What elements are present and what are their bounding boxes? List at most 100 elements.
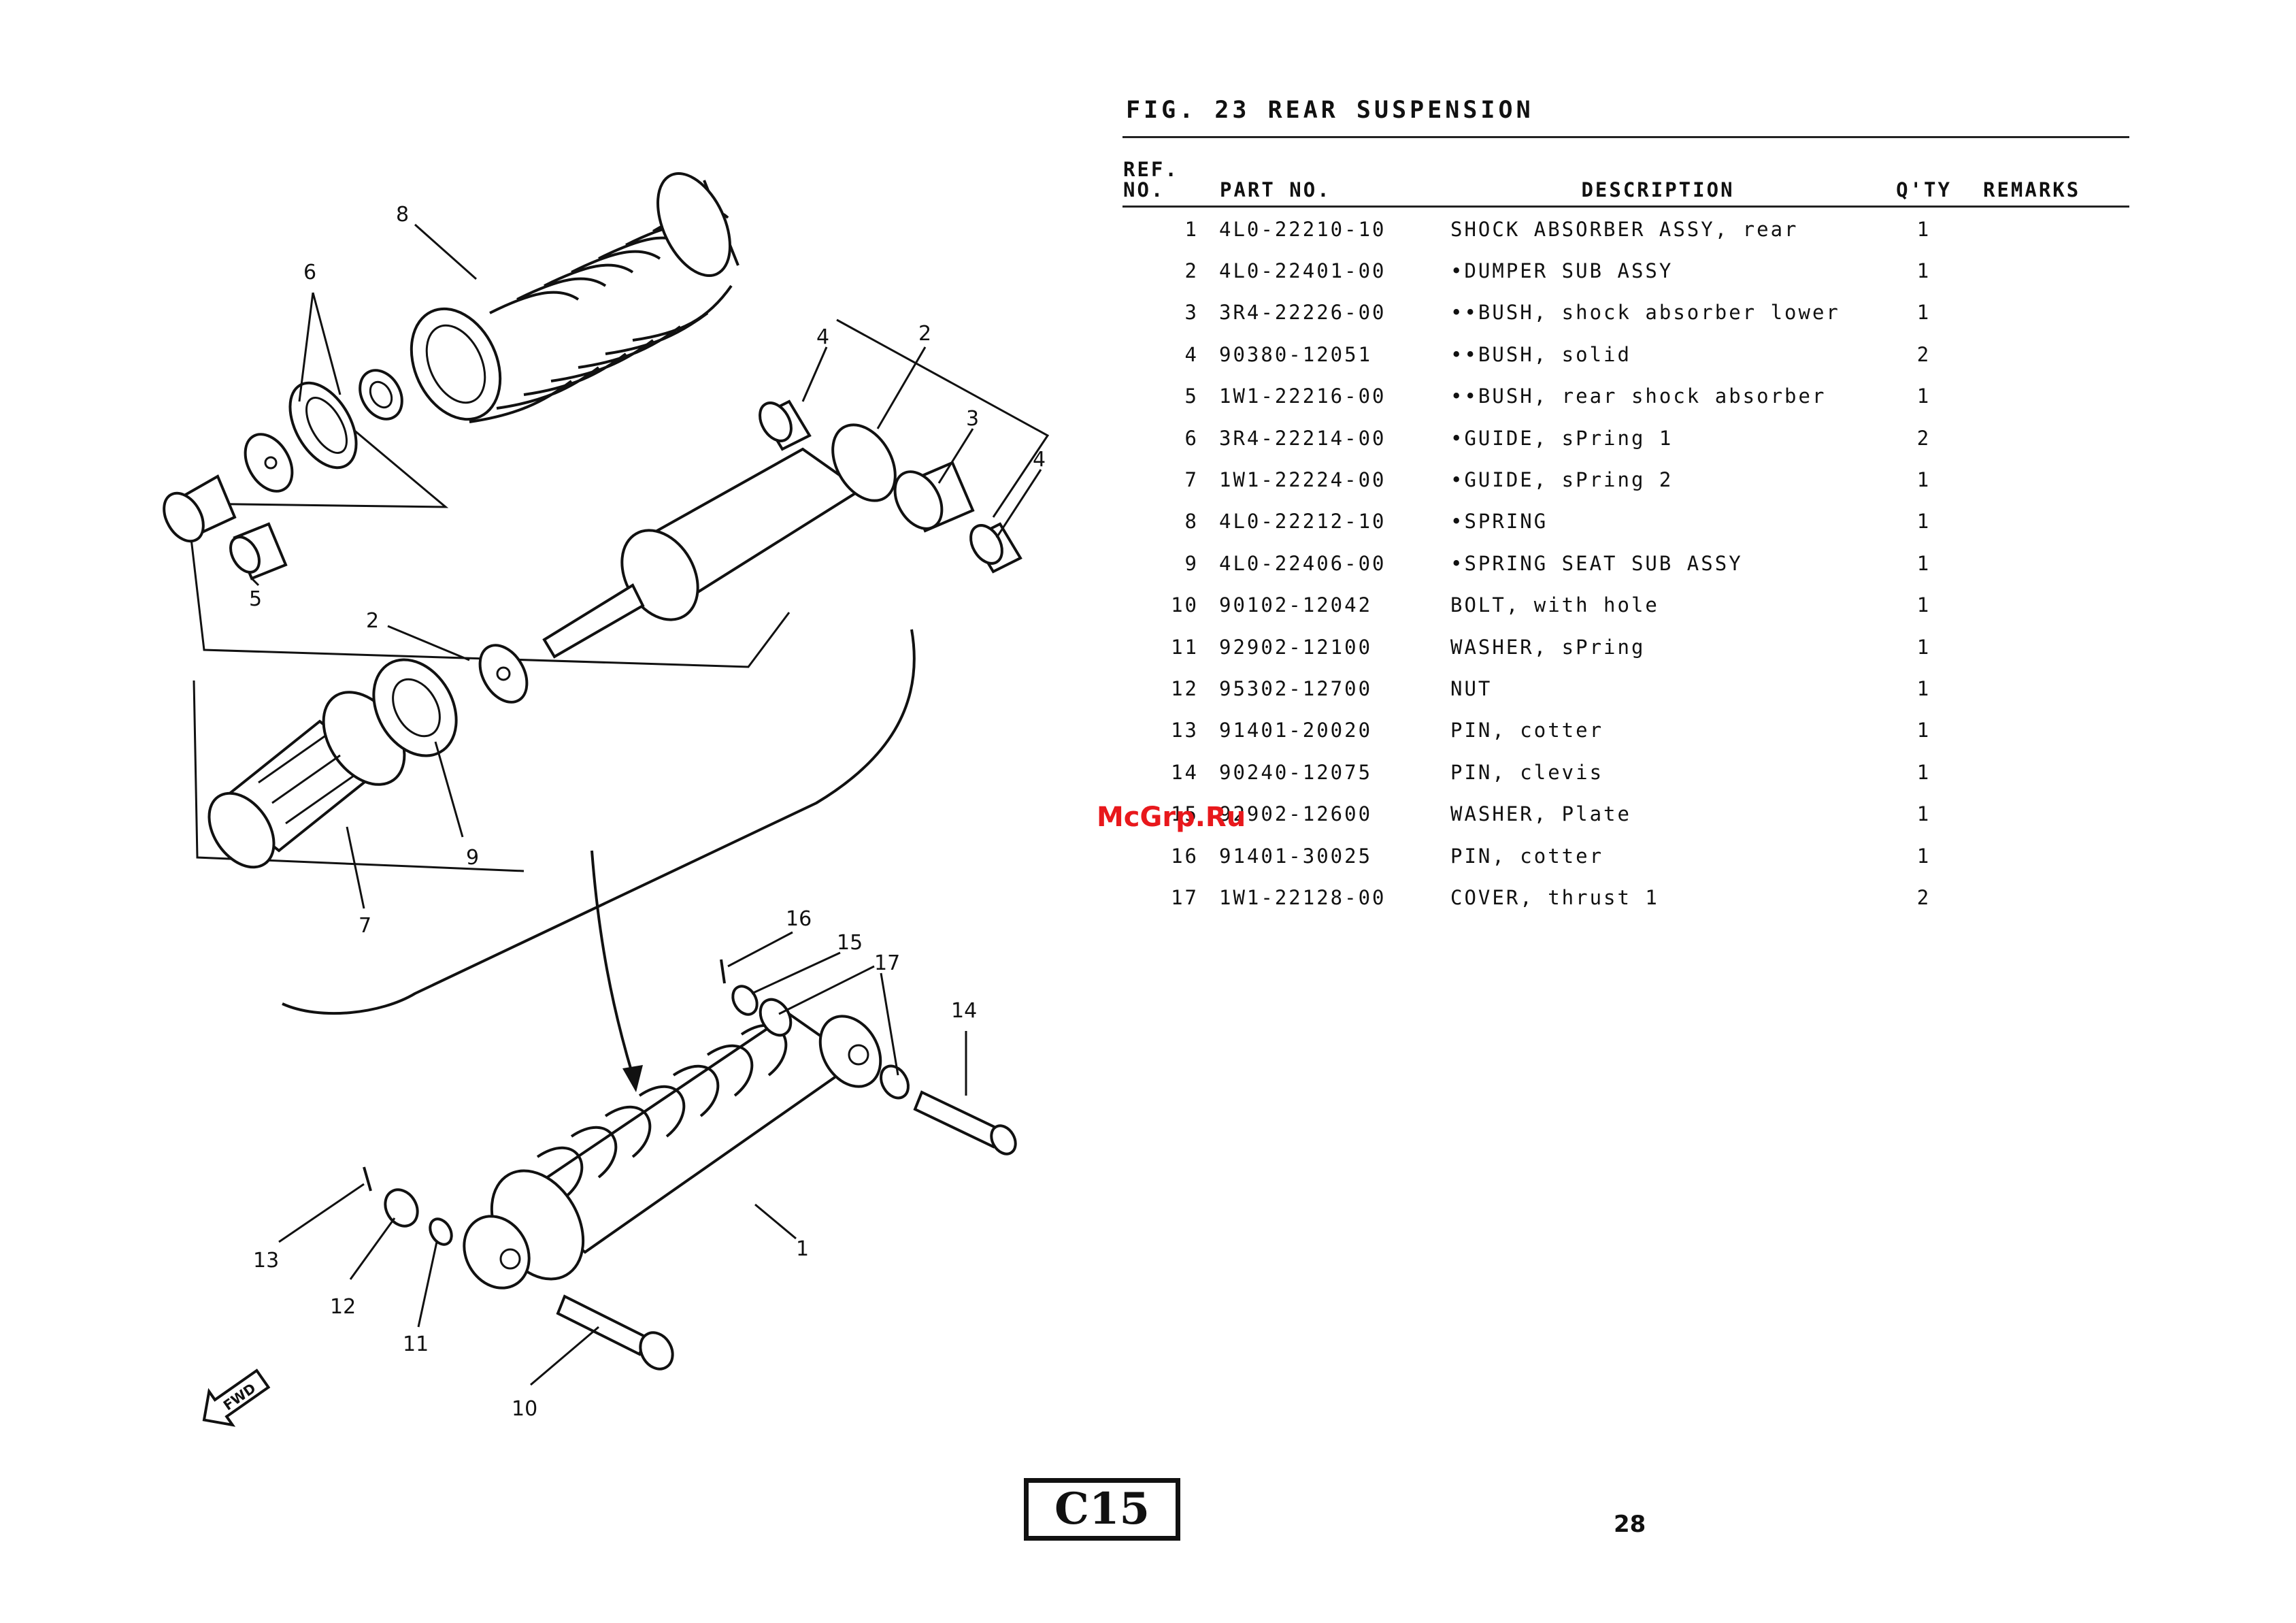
damper-part-2 xyxy=(478,423,897,704)
upper-bracket xyxy=(186,318,1050,1015)
row-part-no: 4L0-22210-10 xyxy=(1219,217,1386,241)
callout-9: 9 xyxy=(466,846,479,870)
row-remarks xyxy=(1982,668,2129,709)
row-part-no: 4L0-22212-10 xyxy=(1219,510,1386,534)
row-ref-no: 17 xyxy=(1171,885,1199,909)
header-description: DESCRIPTION xyxy=(1581,178,1735,201)
row-part-no: 4L0-22401-00 xyxy=(1219,259,1386,283)
callout-labels: 8 6 4 2 3 4 5 2 9 7 16 15 17 14 1 13 12 … xyxy=(249,203,1046,1421)
row-part-no: 92902-12100 xyxy=(1219,635,1373,659)
shock-absorber-part-1 xyxy=(463,1012,882,1290)
row-remarks xyxy=(1982,459,2129,500)
row-ref-no: 4 xyxy=(1184,342,1199,366)
header-part-no: PART NO. xyxy=(1220,178,1331,201)
row-remarks xyxy=(1982,333,2129,375)
row-ref-no: 16 xyxy=(1171,844,1199,868)
washer-part-11 xyxy=(429,1217,453,1246)
page-number: 28 xyxy=(1614,1511,1646,1538)
row-part-no: 3R4-22226-00 xyxy=(1219,301,1386,325)
callout-2b: 2 xyxy=(366,609,379,633)
callout-14: 14 xyxy=(951,999,977,1023)
row-qty: 1 xyxy=(1916,384,1931,408)
row-part-no: 95302-12700 xyxy=(1219,676,1373,700)
callout-4b: 4 xyxy=(1033,448,1046,472)
row-part-no: 91401-30025 xyxy=(1219,844,1373,868)
row-qty: 1 xyxy=(1916,551,1931,575)
callout-7: 7 xyxy=(359,914,371,938)
row-description: •SPRING SEAT SUB ASSY xyxy=(1450,551,1743,575)
row-remarks xyxy=(1982,376,2129,417)
row-ref-no: 15 xyxy=(1171,802,1199,826)
row-qty: 1 xyxy=(1916,593,1931,617)
row-part-no: 4L0-22406-00 xyxy=(1219,551,1386,575)
callout-4a: 4 xyxy=(816,325,829,349)
header-remarks: REMARKS xyxy=(1983,178,2081,201)
row-description: •GUIDE, sPring 2 xyxy=(1450,468,1674,492)
row-description: PIN, cotter xyxy=(1450,844,1604,868)
row-description: •SPRING xyxy=(1450,510,1548,534)
row-ref-no: 12 xyxy=(1171,676,1199,700)
spring-part-8 xyxy=(410,172,739,423)
row-ref-no: 14 xyxy=(1171,760,1199,784)
row-ref-no: 5 xyxy=(1184,384,1199,408)
callout-10: 10 xyxy=(512,1397,537,1421)
callout-3: 3 xyxy=(966,407,979,431)
clevis-pin-14 xyxy=(913,1090,1017,1155)
row-description: •GUIDE, sPring 1 xyxy=(1450,426,1674,450)
bush-part-4-right xyxy=(969,522,1022,574)
row-part-no: 90380-12051 xyxy=(1219,342,1373,366)
row-remarks xyxy=(1982,793,2129,834)
row-remarks xyxy=(1982,751,2129,793)
row-qty: 2 xyxy=(1916,426,1931,450)
cotter-pin-16 xyxy=(720,959,726,984)
row-remarks xyxy=(1982,208,2129,250)
row-description: ••BUSH, rear shock absorber xyxy=(1450,384,1827,408)
row-remarks xyxy=(1982,501,2129,542)
row-description: BOLT, with hole xyxy=(1450,593,1659,617)
row-remarks xyxy=(1982,710,2129,751)
callout-5: 5 xyxy=(249,587,262,611)
callout-12: 12 xyxy=(330,1295,356,1319)
row-description: COVER, thrust 1 xyxy=(1450,885,1659,909)
bush-part-5 xyxy=(163,474,288,580)
callout-15: 15 xyxy=(837,931,863,955)
figure-title: FIG. 23 REAR SUSPENSION xyxy=(1126,97,1534,124)
row-qty: 1 xyxy=(1916,760,1931,784)
bolt-part-10 xyxy=(556,1294,674,1371)
row-qty: 1 xyxy=(1916,844,1931,868)
callout-6: 6 xyxy=(303,261,316,284)
exploded-view-diagram: 8 6 4 2 3 4 5 2 9 7 16 15 17 14 1 13 12 … xyxy=(163,172,1050,1427)
row-qty: 2 xyxy=(1916,342,1931,366)
row-description: WASHER, sPring xyxy=(1450,635,1646,659)
header-ref-no: REF. NO. xyxy=(1123,158,1179,201)
row-part-no: 3R4-22214-00 xyxy=(1219,426,1386,450)
callout-1: 1 xyxy=(796,1237,809,1261)
parts-list-table: REF. NO. PART NO. DESCRIPTION Q'TY REMAR… xyxy=(1122,140,2129,919)
row-qty: 1 xyxy=(1916,802,1931,826)
row-ref-no: 11 xyxy=(1171,635,1199,659)
cover-part-17 xyxy=(759,998,910,1100)
row-qty: 1 xyxy=(1916,259,1931,283)
row-description: WASHER, Plate xyxy=(1450,802,1631,826)
row-ref-no: 8 xyxy=(1184,510,1199,534)
washer-disc-2-upper xyxy=(244,433,294,493)
row-ref-no: 1 xyxy=(1184,217,1199,241)
row-remarks xyxy=(1982,585,2129,626)
callout-16: 16 xyxy=(786,907,812,931)
row-remarks xyxy=(1982,876,2129,918)
table-header-rule xyxy=(1122,206,2129,208)
header-qty: Q'TY xyxy=(1896,178,1952,201)
row-remarks xyxy=(1982,292,2129,333)
table-top-rule xyxy=(1122,136,2129,138)
